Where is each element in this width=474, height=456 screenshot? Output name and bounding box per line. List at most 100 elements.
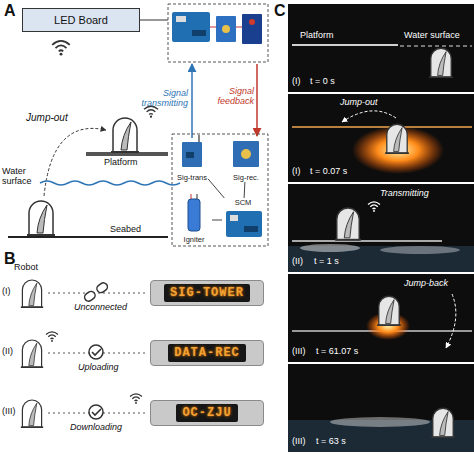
robot-figure [111, 118, 139, 152]
display-text: SIG-TOWER [164, 284, 250, 302]
led-display-board: DATA-REC [150, 340, 264, 366]
photo-frame [288, 94, 474, 182]
antenna [198, 135, 199, 142]
wifi-symbol [52, 41, 70, 56]
robot-figure [27, 201, 55, 235]
annotation-label: (I) [292, 76, 301, 86]
board-chip [192, 30, 206, 36]
annotation-label: Robot [14, 262, 38, 272]
module-chip [186, 152, 194, 158]
annotation-label: (II) [2, 346, 13, 356]
annotation-label: t = 63 s [316, 436, 346, 446]
chain-link [83, 290, 97, 303]
annotation-label: (III) [292, 346, 306, 356]
sig-rec-module [233, 141, 259, 167]
photo-frame [288, 4, 474, 92]
feedback-arrow [256, 64, 258, 136]
board-port [176, 16, 186, 22]
arduino-board [172, 12, 210, 42]
check-mark [92, 409, 101, 415]
robot-figure [21, 340, 43, 367]
photo-frame [288, 274, 474, 362]
panel-letter: C [274, 2, 286, 20]
module-part [241, 149, 251, 159]
wire [210, 27, 216, 28]
hardware-component: Sig-rec. [228, 138, 264, 182]
module-part [222, 25, 230, 33]
box-label: LED Board [54, 14, 108, 26]
annotation-label: (II) [292, 256, 303, 266]
hardware-component: SCM [222, 198, 264, 242]
annotation-label: Water surface [404, 30, 460, 40]
robot-figure [21, 280, 43, 307]
annotation-label: Uploading [78, 362, 119, 372]
annotation-label: Jump-back [404, 278, 448, 288]
wifi-symbol [368, 202, 380, 212]
annotation-label: Downloading [70, 422, 122, 432]
wire [236, 27, 242, 28]
component-label: Sig-rec. [233, 173, 259, 182]
led-display-board: SIG-TOWER [150, 280, 264, 306]
link-line [48, 293, 148, 294]
wire-connector [208, 179, 224, 198]
annotation-label: Signal feedback [206, 86, 254, 107]
igniter-part [188, 199, 200, 231]
component-label: Sig-trans [177, 173, 207, 182]
module-led [249, 19, 255, 25]
panel-letter: B [4, 250, 16, 268]
annotation-label: t = 61.07 s [316, 346, 358, 356]
robot-figure [21, 400, 43, 427]
sig-trans-module [182, 142, 202, 167]
annotation-label: t = 0 s [310, 76, 335, 86]
annotation-label: (III) [292, 436, 306, 446]
robot-figure [431, 408, 455, 437]
component-label: SCM [235, 198, 252, 207]
check-symbol [89, 345, 103, 359]
water-line [40, 181, 180, 185]
annotation-label: (III) [2, 406, 16, 416]
photo-frame [288, 364, 474, 452]
robot-figure [377, 296, 401, 325]
wire-connector [212, 220, 222, 221]
annotation-label: Platform [104, 157, 138, 167]
water-spray [330, 417, 430, 427]
robot-dashed-frame [172, 134, 268, 246]
hardware-component: Igniter [176, 196, 212, 244]
water-spray [300, 244, 360, 252]
annotation-label: (I) [292, 166, 301, 176]
tower-dashed-frame [168, 4, 268, 62]
jump-path [446, 294, 456, 348]
display-text: DATA-REC [168, 344, 246, 362]
water-spray [380, 246, 460, 254]
robot-figure [385, 124, 409, 153]
display-text: OC-ZJU [176, 404, 237, 422]
annotation-label: t = 1 s [314, 256, 339, 266]
panel-letter: A [4, 2, 16, 20]
wire [191, 194, 192, 199]
wire [197, 194, 198, 199]
jump-path [342, 111, 396, 122]
led-board-box: LED Board [22, 8, 140, 32]
platform-bar [292, 44, 398, 46]
annotation-label: t = 0.07 s [310, 166, 347, 176]
board-port [230, 215, 238, 221]
robot-figure [429, 48, 453, 77]
board-chip [244, 226, 258, 232]
wifi-symbol [46, 332, 58, 342]
annotation-label: Platform [300, 30, 334, 40]
signal-arrow [191, 64, 193, 138]
annotation-label: Unconnected [74, 302, 127, 312]
annotation-label: Signal transmitting [128, 88, 188, 109]
hardware-component: Sig-trans [176, 138, 208, 182]
chain-link [95, 281, 109, 294]
annotation-label: Jump-out [26, 112, 68, 124]
board-link-wire [140, 20, 168, 21]
annotation-label: Jump-out [340, 97, 378, 107]
annotation-label: Seabed [110, 224, 141, 234]
annotation-label: (I) [2, 286, 11, 296]
jump-path [44, 128, 106, 196]
wire-connector [244, 182, 246, 198]
